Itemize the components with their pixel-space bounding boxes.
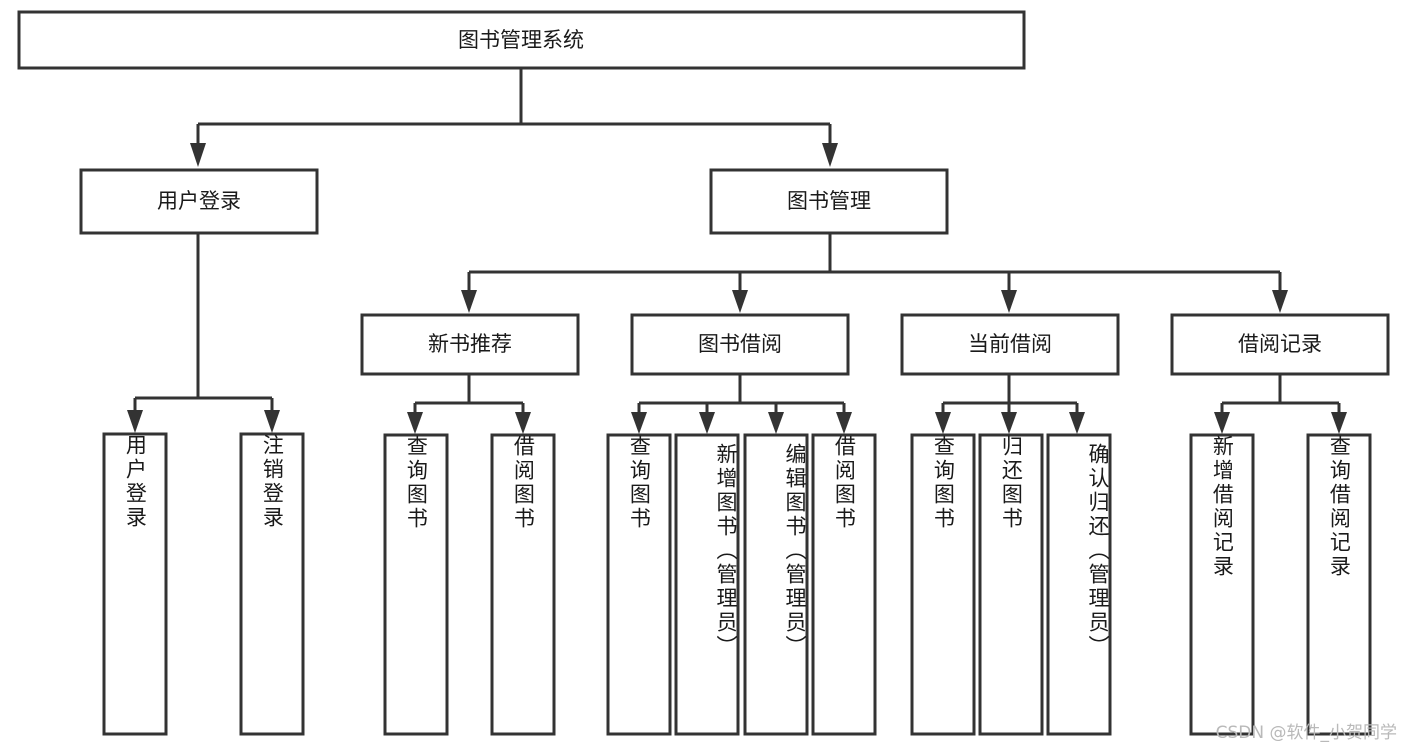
arrowhead-book-borrow — [732, 290, 748, 313]
node-root-label: 图书管理系统 — [458, 28, 584, 52]
arrowhead-leaf-query-record — [1331, 412, 1347, 434]
node-leaf-query-book-3[interactable] — [910, 433, 976, 736]
node-leaf-logout[interactable] — [239, 432, 305, 736]
arrowhead-leaf-edit-book — [768, 412, 784, 434]
node-new-book-recommend-label: 新书推荐 — [428, 332, 512, 356]
arrowhead-user-login — [190, 143, 206, 167]
node-leaf-confirm-return[interactable] — [1046, 433, 1112, 736]
arrowhead-borrow-record — [1272, 290, 1288, 313]
connectors-borrow-record-to-leaves — [1214, 374, 1347, 434]
arrowhead-leaf-add-book — [699, 412, 715, 434]
arrowhead-leaf-query-book-1 — [407, 412, 423, 434]
node-user-login-label: 用户登录 — [157, 189, 241, 213]
node-new-book-recommend[interactable] — [360, 313, 580, 376]
arrowhead-leaf-query-book-3 — [935, 412, 951, 434]
node-book-manage-label: 图书管理 — [787, 189, 871, 213]
arrowhead-book-manage — [822, 143, 838, 167]
csdn-watermark: CSDN @软件_小贺同学 — [1215, 723, 1397, 743]
node-leaf-user-login[interactable] — [102, 432, 168, 736]
node-current-borrow-label: 当前借阅 — [968, 332, 1052, 356]
arrowhead-leaf-borrow-book-1 — [515, 412, 531, 434]
node-leaf-query-book-1[interactable] — [383, 433, 449, 736]
node-leaf-add-book[interactable] — [674, 433, 740, 736]
arrowhead-leaf-borrow-book-2 — [836, 412, 852, 434]
connectors-book-manage-to-level3 — [461, 233, 1288, 313]
node-leaf-return-book[interactable] — [978, 433, 1044, 736]
node-user-login[interactable] — [79, 168, 319, 235]
node-current-borrow[interactable] — [900, 313, 1120, 376]
arrowhead-leaf-logout — [264, 410, 280, 433]
arrowhead-leaf-query-book-2 — [631, 412, 647, 434]
node-leaf-query-book-2[interactable] — [606, 433, 672, 736]
node-leaf-borrow-book-2[interactable] — [811, 433, 877, 736]
arrowhead-leaf-return-book — [1001, 412, 1017, 434]
node-leaf-query-record[interactable] — [1306, 433, 1372, 736]
arrowhead-current-borrow — [1001, 290, 1017, 313]
arrowhead-new-book-recommend — [461, 290, 477, 313]
connectors-current-borrow-to-leaves — [935, 374, 1085, 434]
node-borrow-record[interactable] — [1170, 313, 1390, 376]
node-book-manage[interactable] — [709, 168, 949, 235]
connectors-book-borrow-to-leaves — [631, 374, 852, 434]
node-book-borrow[interactable] — [630, 313, 850, 376]
node-leaf-borrow-book-1[interactable] — [490, 433, 556, 736]
node-borrow-record-label: 借阅记录 — [1238, 332, 1322, 356]
node-leaf-add-record[interactable] — [1189, 433, 1255, 736]
node-book-borrow-label: 图书借阅 — [698, 332, 782, 356]
node-leaf-edit-book[interactable] — [743, 433, 809, 736]
node-root[interactable] — [17, 10, 1026, 70]
arrowhead-leaf-user-login — [127, 410, 143, 433]
connectors-root-to-level2 — [190, 68, 838, 167]
arrowhead-leaf-confirm-return — [1069, 412, 1085, 434]
arrowhead-leaf-add-record — [1214, 412, 1230, 434]
connectors-user-login-to-leaves — [127, 233, 280, 433]
connectors-new-book-to-leaves — [407, 374, 531, 434]
